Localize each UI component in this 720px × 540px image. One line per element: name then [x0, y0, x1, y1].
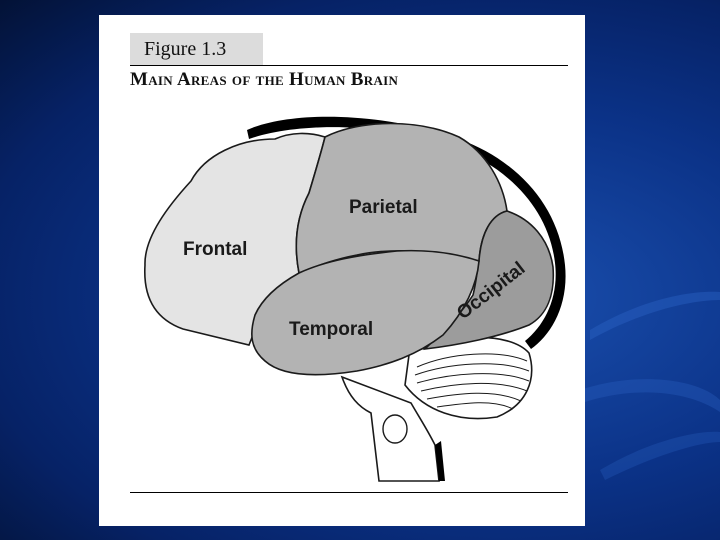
figure-card: Figure 1.3 Main Areas of the Human Brain [99, 15, 585, 526]
figure-number: Figure 1.3 [144, 38, 227, 60]
frontal-label: Frontal [183, 239, 247, 260]
brain-stem-shadow [435, 441, 445, 481]
parietal-label: Parietal [349, 197, 418, 218]
figure-title: Main Areas of the Human Brain [130, 70, 399, 88]
brain-stem-pons [382, 414, 408, 444]
cerebellum-folia [414, 353, 530, 410]
figure-number-box: Figure 1.3 [130, 33, 263, 65]
figure-top-rule [130, 65, 568, 66]
temporal-lobe [251, 249, 480, 376]
temporal-label: Temporal [289, 319, 373, 340]
brain-diagram: Frontal Parietal Temporal Occipital [144, 116, 566, 482]
figure-bottom-rule [130, 492, 568, 493]
